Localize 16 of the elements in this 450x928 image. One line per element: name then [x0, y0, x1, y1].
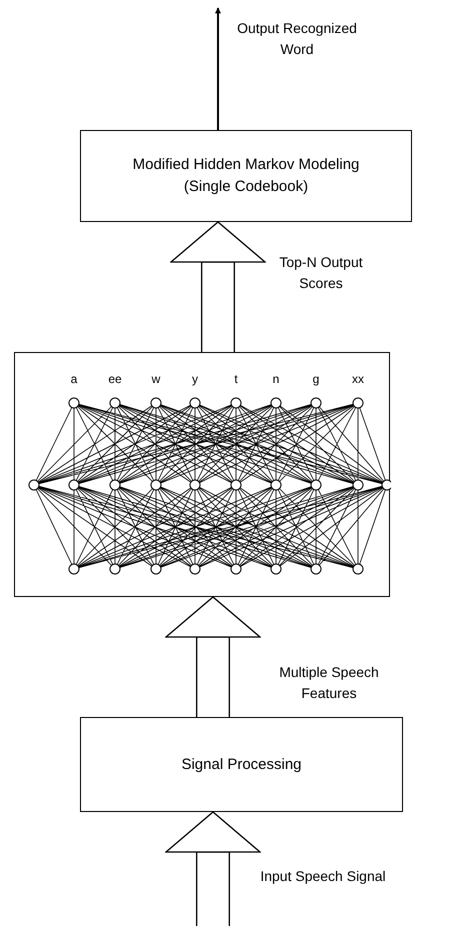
output-unit-label: y	[191, 373, 199, 385]
output-unit-label: a	[70, 373, 78, 385]
output-unit-label: w	[150, 373, 162, 385]
edge-label: Output Recognized Word	[236, 19, 358, 59]
output-unit-label: t	[233, 373, 239, 385]
process-box: Modified Hidden Markov Modeling (Single Codebook)	[80, 130, 412, 222]
edge-label: Input Speech Signal	[259, 867, 387, 886]
output-unit-label: n	[272, 373, 280, 385]
output-unit-label: ee	[107, 373, 123, 385]
output-unit-label: xx	[351, 373, 365, 385]
network-panel	[14, 352, 390, 597]
output-unit-label: g	[312, 373, 320, 385]
edge-label: Top-N Output Scores	[278, 253, 364, 293]
process-box: Signal Processing	[80, 717, 403, 812]
arrow	[215, 7, 221, 130]
edge-label: Multiple Speech Features	[278, 663, 380, 703]
